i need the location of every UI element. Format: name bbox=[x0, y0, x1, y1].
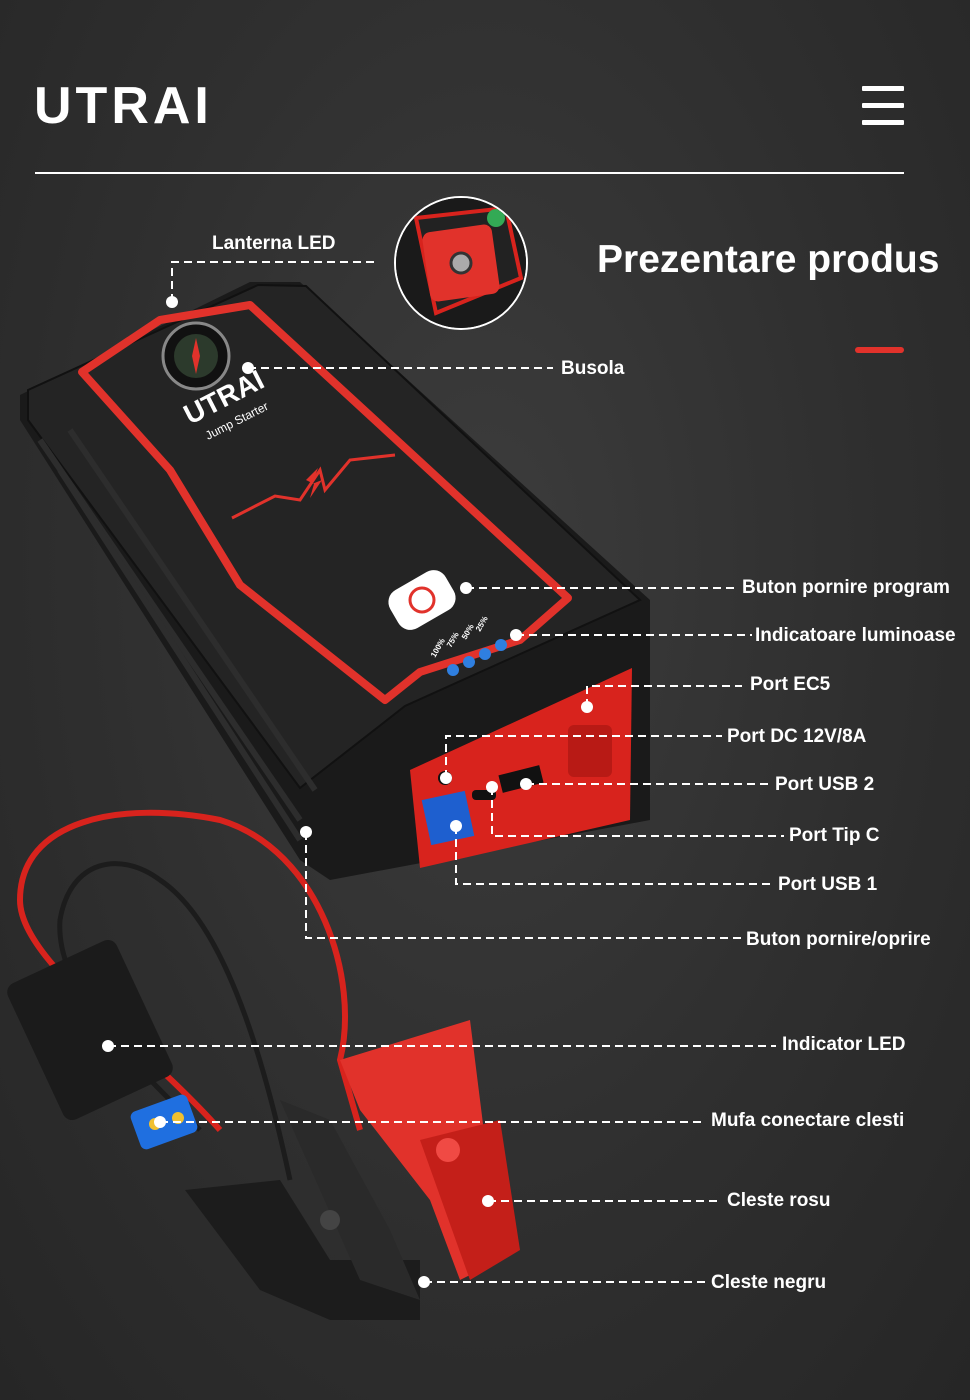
label-compass: Busola bbox=[561, 358, 625, 379]
flashlight-icon bbox=[396, 198, 526, 328]
title-accent-bar bbox=[855, 347, 904, 353]
label-clamp-connector: Mufa conectare clesti bbox=[711, 1110, 905, 1131]
label-ec5-port: Port EC5 bbox=[750, 674, 831, 695]
jump-starter-device bbox=[20, 282, 650, 880]
menu-line bbox=[862, 103, 904, 108]
label-red-clamp: Cleste rosu bbox=[727, 1190, 831, 1211]
brand-logo[interactable]: UTRAI bbox=[34, 77, 213, 135]
red-clamp bbox=[340, 1020, 520, 1280]
hamburger-menu-icon[interactable] bbox=[862, 86, 904, 126]
menu-line bbox=[862, 86, 904, 91]
label-led-lantern: Lanterna LED bbox=[212, 233, 336, 254]
leader-dots bbox=[102, 296, 593, 1288]
label-usb2-port: Port USB 2 bbox=[775, 774, 875, 795]
label-typec-port: Port Tip C bbox=[789, 825, 880, 846]
black-clamp bbox=[185, 1100, 420, 1320]
leader-lines bbox=[108, 261, 784, 1283]
label-usb1-port: Port USB 1 bbox=[778, 874, 878, 895]
power-button-device bbox=[388, 570, 456, 630]
label-indicator-lights: Indicatoare luminoase bbox=[755, 625, 956, 646]
jumper-cable bbox=[7, 809, 363, 1181]
led-indicator-box bbox=[7, 939, 173, 1121]
menu-line bbox=[862, 120, 904, 125]
label-dc-port: Port DC 12V/8A bbox=[727, 726, 867, 747]
header-divider bbox=[35, 172, 904, 174]
label-led-indicator: Indicator LED bbox=[782, 1034, 906, 1055]
label-program-start-button: Buton pornire program bbox=[742, 577, 950, 598]
led-lantern-detail bbox=[394, 196, 528, 330]
page-title: Prezentare produs bbox=[597, 238, 940, 281]
header: UTRAI bbox=[0, 0, 970, 176]
label-black-clamp: Cleste negru bbox=[711, 1272, 827, 1293]
label-power-button: Buton pornire/oprire bbox=[746, 929, 931, 950]
